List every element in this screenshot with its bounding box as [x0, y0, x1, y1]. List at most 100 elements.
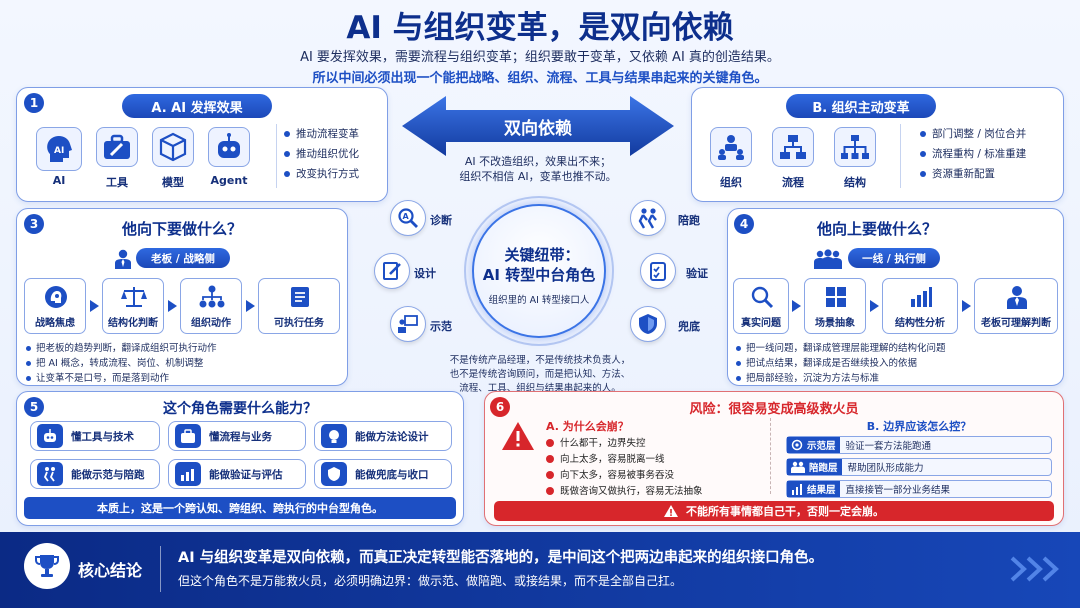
bidirectional-arrow-icon: [402, 96, 674, 156]
step-label: 老板可理解判断: [981, 318, 1051, 329]
sat-label-diagnose: 诊断: [430, 214, 452, 227]
footer-warning-icon: [664, 505, 678, 517]
risk-item: 什么都干，边界失控: [546, 436, 646, 451]
bullet-item: 部门调整 / 岗位合并: [920, 124, 1026, 144]
conclusion-label: 核心结论: [78, 561, 143, 580]
panel-5-number: 5: [24, 397, 44, 417]
boundary-text: 验证一套方法能跑通: [845, 441, 932, 452]
bullet-item: 让变革不是口号，而是落到动作: [26, 371, 217, 386]
step-structured-judgment: [102, 278, 164, 334]
hub-subtitle: AI 转型中台角色: [482, 266, 596, 284]
svg-text:AI: AI: [54, 146, 64, 156]
panel-5-footer: 本质上，这是一个跨认知、跨组织、跨执行的中台型角色。: [24, 497, 456, 519]
step-label: 结构化判断: [108, 318, 158, 329]
panel-2-title: B. 组织主动变革: [786, 94, 936, 118]
step-arrow-icon: [792, 300, 801, 312]
demo-icon: [390, 306, 426, 342]
hub-title: 关键纽带：: [504, 246, 580, 264]
bullet-item: 把 AI 概念，转成流程、岗位、机制调整: [26, 356, 217, 371]
conclusion-bar: [0, 532, 1080, 608]
bullet-item: 流程重构 / 标准重建: [920, 144, 1026, 164]
cap-label: 能做示范与陪跑: [71, 468, 145, 481]
hub-circle: [472, 204, 606, 338]
robot-agent-icon: [208, 127, 250, 167]
sat-label-verify: 验证: [686, 267, 708, 280]
boss-person-icon: [114, 249, 132, 273]
center-line-1: AI 不改造组织，效果出不来；: [464, 155, 612, 168]
ai-head-icon: AI: [36, 127, 82, 171]
accompany-run-icon: [630, 200, 666, 236]
risk-divider: [770, 418, 771, 494]
step-label: 结构性分析: [895, 318, 945, 329]
cap-verify-evaluate: 能做验证与评估: [168, 459, 306, 489]
icon-label-process: 流程: [782, 176, 804, 189]
cap-label: 懂流程与业务: [209, 430, 272, 443]
risk-right-title: B. 边界应该怎么控？: [866, 420, 972, 433]
panel-1-divider: [276, 124, 277, 188]
sat-label-design: 设计: [414, 267, 436, 280]
panel-5-title: 这个角色需要什么能力？: [163, 401, 317, 417]
panel-2-bullets: 部门调整 / 岗位合并 流程重构 / 标准重建 资源重新配置: [920, 124, 1026, 184]
arrow-label: 双向依赖: [504, 119, 572, 139]
cap-process-business: 懂流程与业务: [168, 421, 306, 451]
risk-item: 向下太多，容易被事务吞没: [546, 468, 674, 483]
cap-label: 能做方法论设计: [355, 430, 429, 443]
center-note-3: 流程、工具、组织与结果串起来的人。: [459, 383, 621, 394]
panel-4-bullets: 把一线问题，翻译成管理层能理解的结构化问题 把试点结果，翻译成是否继续投入的依据…: [736, 341, 946, 386]
boundary-tag: 示范层: [807, 441, 836, 452]
bullet-item: 改变执行方式: [284, 164, 359, 184]
cap-label: 能做验证与评估: [209, 468, 283, 481]
step-label: 场景抽象: [815, 318, 855, 329]
cap-label: 能做兜底与收口: [355, 468, 429, 481]
icon-label-org: 组织: [720, 176, 742, 189]
panel-3-bullets: 把老板的趋势判断，翻译成组织可执行动作 把 AI 概念，转成流程、岗位、机制调整…: [26, 341, 217, 386]
subtitle-2: 所以中间必须出现一个能把战略、组织、流程、工具与结果串起来的关键角色。: [312, 71, 768, 86]
step-org-action: [180, 278, 242, 334]
cap-safeguard-close: 能做兜底与收口: [314, 459, 452, 489]
conclusion-line-2: 但这个角色不是万能救火员，必须明确边界：做示范、做陪跑、或接结果，而不是全部自己…: [178, 574, 683, 588]
risk-left-title: A. 为什么会崩？: [546, 420, 629, 433]
panel-1-number: 1: [24, 93, 44, 113]
briefcase-icon: [175, 424, 201, 448]
bullet-item: 把局部经验，沉淀为方法与标准: [736, 371, 946, 386]
panel-6-footer: 不能所有事情都自己干，否则一定会崩。: [494, 501, 1054, 521]
bullet-item: 资源重新配置: [920, 164, 1026, 184]
panel-1-title: A. AI 发挥效果: [122, 94, 272, 118]
bullet-item: 把试点结果，翻译成是否继续投入的依据: [736, 356, 946, 371]
boundary-text: 直接接管一部分业务结果: [845, 485, 951, 496]
center-line-2: 组织不相信 AI，变革也推不动。: [459, 170, 617, 183]
panel-6-title: 风险：很容易变成高级救火员: [689, 402, 859, 417]
boundary-text: 帮助团队形成能力: [847, 463, 924, 474]
risk-item: 既做咨询又做执行，容易无法抽象: [546, 484, 703, 499]
subtitle-1: AI 要发挥效果，需要流程与组织变革；组织要敢于变革，又依赖 AI 真的创造结果…: [300, 50, 780, 65]
step-label: 战略焦虑: [35, 318, 75, 329]
step-arrow-icon: [962, 300, 971, 312]
step-arrow-icon: [90, 300, 99, 312]
step-arrow-icon: [168, 300, 177, 312]
panel-6-number: 6: [490, 397, 510, 417]
step-executable-task: [258, 278, 340, 334]
panel-4-tag: 一线 / 执行侧: [848, 248, 940, 268]
boundary-tag: 结果层: [807, 485, 836, 496]
chevrons-icon: [1010, 556, 1070, 586]
bulb-icon: [321, 424, 347, 448]
step-label: 组织动作: [191, 318, 231, 329]
page-title: AI 与组织变革，是双向依赖: [346, 10, 734, 46]
step-label: 真实问题: [741, 318, 781, 329]
sat-label-demo: 示范: [430, 320, 452, 333]
model-cube-icon: [152, 127, 194, 167]
robot-icon: [37, 424, 63, 448]
panel-3-number: 3: [24, 214, 44, 234]
chart-icon: [175, 462, 201, 486]
step-scenario-abstract: [804, 278, 866, 334]
conclusion-line-1: AI 与组织变革是双向依赖，而真正决定转型能否落地的，是中间这个把两边串起来的组…: [178, 550, 824, 566]
panel-1-bullets: 推动流程变革 推动组织优化 改变执行方式: [284, 124, 359, 184]
sat-label-accompany: 陪跑: [678, 214, 700, 227]
boundary-demo-layer: 示范层验证一套方法能跑通: [786, 436, 1052, 454]
icon-label-structure: 结构: [844, 176, 866, 189]
cap-tools-tech: 懂工具与技术: [30, 421, 160, 451]
boundary-accompany-layer: 陪跑层帮助团队形成能力: [786, 458, 1052, 476]
bullet-item: 推动组织优化: [284, 144, 359, 164]
svg-text:A: A: [403, 212, 410, 221]
icon-label-tool: 工具: [106, 176, 128, 189]
